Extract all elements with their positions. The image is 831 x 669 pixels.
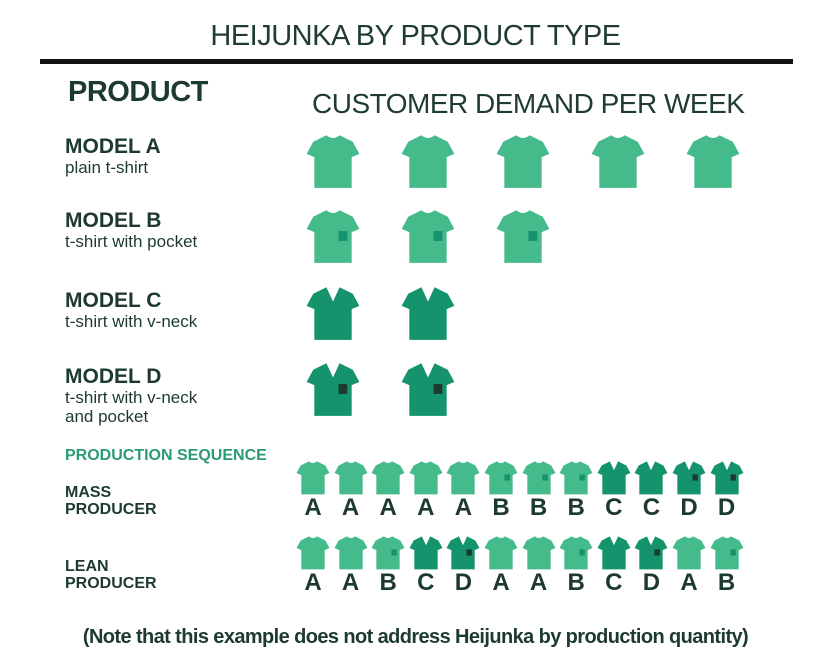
sequence-tshirt-d-icon [445,535,481,575]
sequence-letter: A [304,494,322,521]
tshirt-model-c-icon [399,285,457,346]
sequence-tshirt-a-icon [295,460,331,500]
sequence-tshirt-a-icon [333,460,369,500]
sequence-tshirt-b-icon [521,460,557,500]
model-name: MODEL A [65,135,161,158]
sequence-letter: D [454,569,473,596]
mass-producer-label: MASS PRODUCER [65,484,157,518]
footnote: (Note that this example does not address… [82,626,749,648]
model-desc: t-shirt with v-neck [65,312,198,331]
sequence-letter: B [379,569,397,596]
sequence-letter: B [492,494,510,521]
sequence-letter: B [567,569,585,596]
sequence-tshirt-b-icon [709,535,745,575]
sequence-tshirt-c-icon [596,460,632,500]
tshirt-model-c-icon [304,285,362,346]
model-name: MODEL C [65,289,162,312]
tshirt-model-a-icon [399,133,457,194]
sequence-tshirt-b-icon [483,460,519,500]
tshirt-model-a-icon [304,133,362,194]
sequence-letter: C [605,494,623,521]
model-d-label: MODEL D t-shirt with v-neck and pocket [65,365,198,427]
sequence-tshirt-d-icon [633,535,669,575]
sequence-letter: B [567,494,585,521]
sequence-tshirt-a-icon [483,535,519,575]
sequence-tshirt-b-icon [558,460,594,500]
model-c-label: MODEL C t-shirt with v-neck [65,289,198,332]
sequence-letter: C [642,494,661,521]
tshirt-model-a-icon [589,133,647,194]
model-name: MODEL B [65,209,162,232]
sequence-letter: A [492,569,510,596]
title-divider [40,59,793,64]
sequence-tshirt-a-icon [521,535,557,575]
sequence-tshirt-a-icon [671,535,707,575]
sequence-tshirt-a-icon [333,535,369,575]
sequence-tshirt-a-icon [408,460,444,500]
producer-label-line2: PRODUCER [65,575,157,592]
sequence-tshirt-b-icon [558,535,594,575]
demand-column-header: CUSTOMER DEMAND PER WEEK [312,88,745,119]
sequence-letter: C [605,569,623,596]
sequence-letter: A [304,569,322,596]
sequence-tshirt-a-icon [370,460,406,500]
sequence-letter: A [680,569,698,596]
tshirt-model-b-icon [494,208,552,269]
sequence-letter: D [717,494,736,521]
sequence-letter: A [379,494,397,521]
tshirt-model-d-icon [399,361,457,422]
lean-producer-label: LEAN PRODUCER [65,558,157,592]
sequence-letter: A [417,494,435,521]
model-desc: t-shirt with v-neck [65,388,198,407]
model-desc-line2: and pocket [65,407,149,426]
sequence-letter: D [642,569,661,596]
tshirt-model-a-icon [684,133,742,194]
sequence-tshirt-c-icon [633,460,669,500]
producer-label-line2: PRODUCER [65,501,157,518]
sequence-tshirt-c-icon [596,535,632,575]
sequence-letter: A [529,569,548,596]
sequence-tshirt-a-icon [445,460,481,500]
sequence-letter: A [341,569,360,596]
page-title: HEIJUNKA BY PRODUCT TYPE [210,20,621,52]
sequence-letter: A [341,494,360,521]
producer-label-line1: MASS [65,484,112,501]
tshirt-model-b-icon [399,208,457,269]
model-b-label: MODEL B t-shirt with pocket [65,209,198,252]
model-desc: plain t-shirt [65,158,149,177]
tshirt-model-b-icon [304,208,362,269]
sequence-tshirt-d-icon [709,460,745,500]
model-name: MODEL D [65,365,162,388]
product-column-header: PRODUCT [68,76,208,108]
sequence-letter: C [417,569,435,596]
sequence-letter: B [529,494,548,521]
sequence-tshirt-c-icon [408,535,444,575]
sequence-letter: D [680,494,698,521]
sequence-tshirt-b-icon [370,535,406,575]
model-desc: t-shirt with pocket [65,232,198,251]
sequence-tshirt-d-icon [671,460,707,500]
sequence-letter: B [717,569,736,596]
tshirt-model-a-icon [494,133,552,194]
producer-label-line1: LEAN [65,558,109,575]
model-a-label: MODEL A plain t-shirt [65,135,161,178]
tshirt-model-d-icon [304,361,362,422]
production-sequence-header: PRODUCTION SEQUENCE [65,447,267,464]
sequence-letter: A [454,494,473,521]
sequence-tshirt-a-icon [295,535,331,575]
